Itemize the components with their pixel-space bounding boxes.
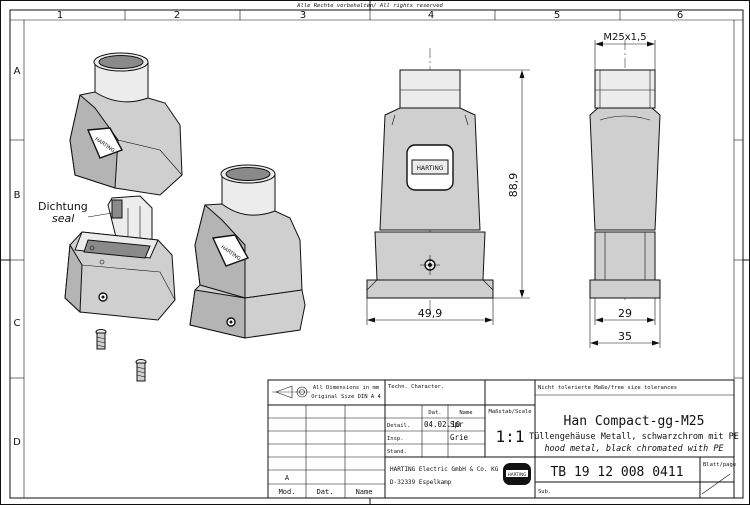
column-label: 5 — [554, 10, 560, 21]
column-label: 6 — [677, 10, 683, 21]
projection-symbol — [272, 385, 310, 399]
copyright-note: Alle Rechte vorbehalten/ All rights rese… — [296, 3, 443, 9]
scale-value: 1:1 — [496, 427, 525, 446]
harting-logo-icon: HARTING — [503, 463, 531, 485]
column-label: 4 — [428, 10, 434, 21]
side-view — [589, 40, 661, 300]
detail-date: 04.02.10 — [424, 420, 461, 429]
detail-name: Spr — [450, 420, 464, 429]
logo-label: HARTING — [508, 472, 527, 477]
insp-name: Grie — [450, 433, 469, 442]
iso-hood-top: HARTING — [69, 52, 183, 196]
sheet-label: Blatt/page — [703, 462, 736, 468]
seal-label-en: seal — [52, 212, 74, 225]
dimensions-note: All Dimensions in mm — [313, 385, 380, 391]
dimension-width-29-value: 29 — [618, 307, 632, 320]
scale-label: Maßstab/Scale — [488, 409, 531, 415]
original-size-note: Original Size DIN A 4 — [311, 394, 381, 400]
drawing-title: Han Compact-gg-M25 — [564, 414, 705, 429]
name-header: Name — [356, 488, 373, 496]
dat-column-header: Dat. — [428, 410, 441, 416]
description-en: hood metal, black chromated with PE — [544, 444, 724, 454]
detail-row-label: Detail. — [387, 423, 410, 429]
title-block: All Dimensions in mm Original Size DIN A… — [267, 379, 739, 499]
dimension-width-front-value: 49,9 — [418, 307, 443, 320]
sub-label: Sub. — [538, 489, 551, 495]
row-label: C — [14, 318, 21, 329]
dimension-width-29: 29 — [594, 298, 656, 325]
stand-row-label: Stand. — [387, 449, 407, 455]
row-labels: A B C D — [13, 66, 21, 448]
dimension-width-35-value: 35 — [618, 330, 632, 343]
row-label: B — [14, 190, 21, 201]
tech-character-label: Techn. Character. — [388, 384, 444, 390]
column-labels: 1 2 3 4 5 6 — [57, 10, 683, 21]
tolerance-note: Nicht tolerierte Maße/free size toleranc… — [538, 385, 677, 391]
iso-assembled-hood: HARTING — [189, 164, 306, 339]
date-header: Dat. — [317, 488, 334, 496]
row-label: A — [14, 66, 21, 77]
seal-label-de: Dichtung — [38, 200, 88, 213]
dimension-thread: M25x1,5 — [594, 32, 656, 70]
drawing-number: TB 19 12 008 0411 — [550, 465, 683, 480]
name-column-header: Name — [459, 410, 472, 416]
seal-leader-line — [87, 212, 113, 218]
row-label: D — [13, 437, 21, 448]
dimension-height: 88,9 — [460, 69, 530, 299]
column-label: 3 — [300, 10, 306, 21]
company-address: D-32339 Espelkamp — [390, 479, 452, 486]
front-view: HARTING — [366, 48, 494, 315]
mod-header: Mod. — [279, 488, 296, 496]
company-name: HARTING Electric GmbH & Co. KG — [390, 466, 499, 473]
dimension-width-front: 49,9 — [366, 298, 494, 325]
screw-2 — [135, 359, 147, 382]
dimension-height-value: 88,9 — [507, 173, 520, 198]
insp-row-label: Insp. — [387, 436, 404, 442]
dimension-thread-value: M25x1,5 — [603, 32, 646, 43]
revision-letter: A — [285, 474, 290, 482]
column-label: 1 — [57, 10, 63, 21]
column-label: 2 — [174, 10, 180, 21]
logo-label: HARTING — [417, 165, 444, 172]
dimension-width-35: 35 — [589, 298, 661, 348]
iso-base-with-seal — [64, 195, 176, 321]
screw-1 — [95, 329, 107, 350]
description-de: Tüllengehäuse Metall, schwarzchrom mit P… — [529, 432, 739, 442]
